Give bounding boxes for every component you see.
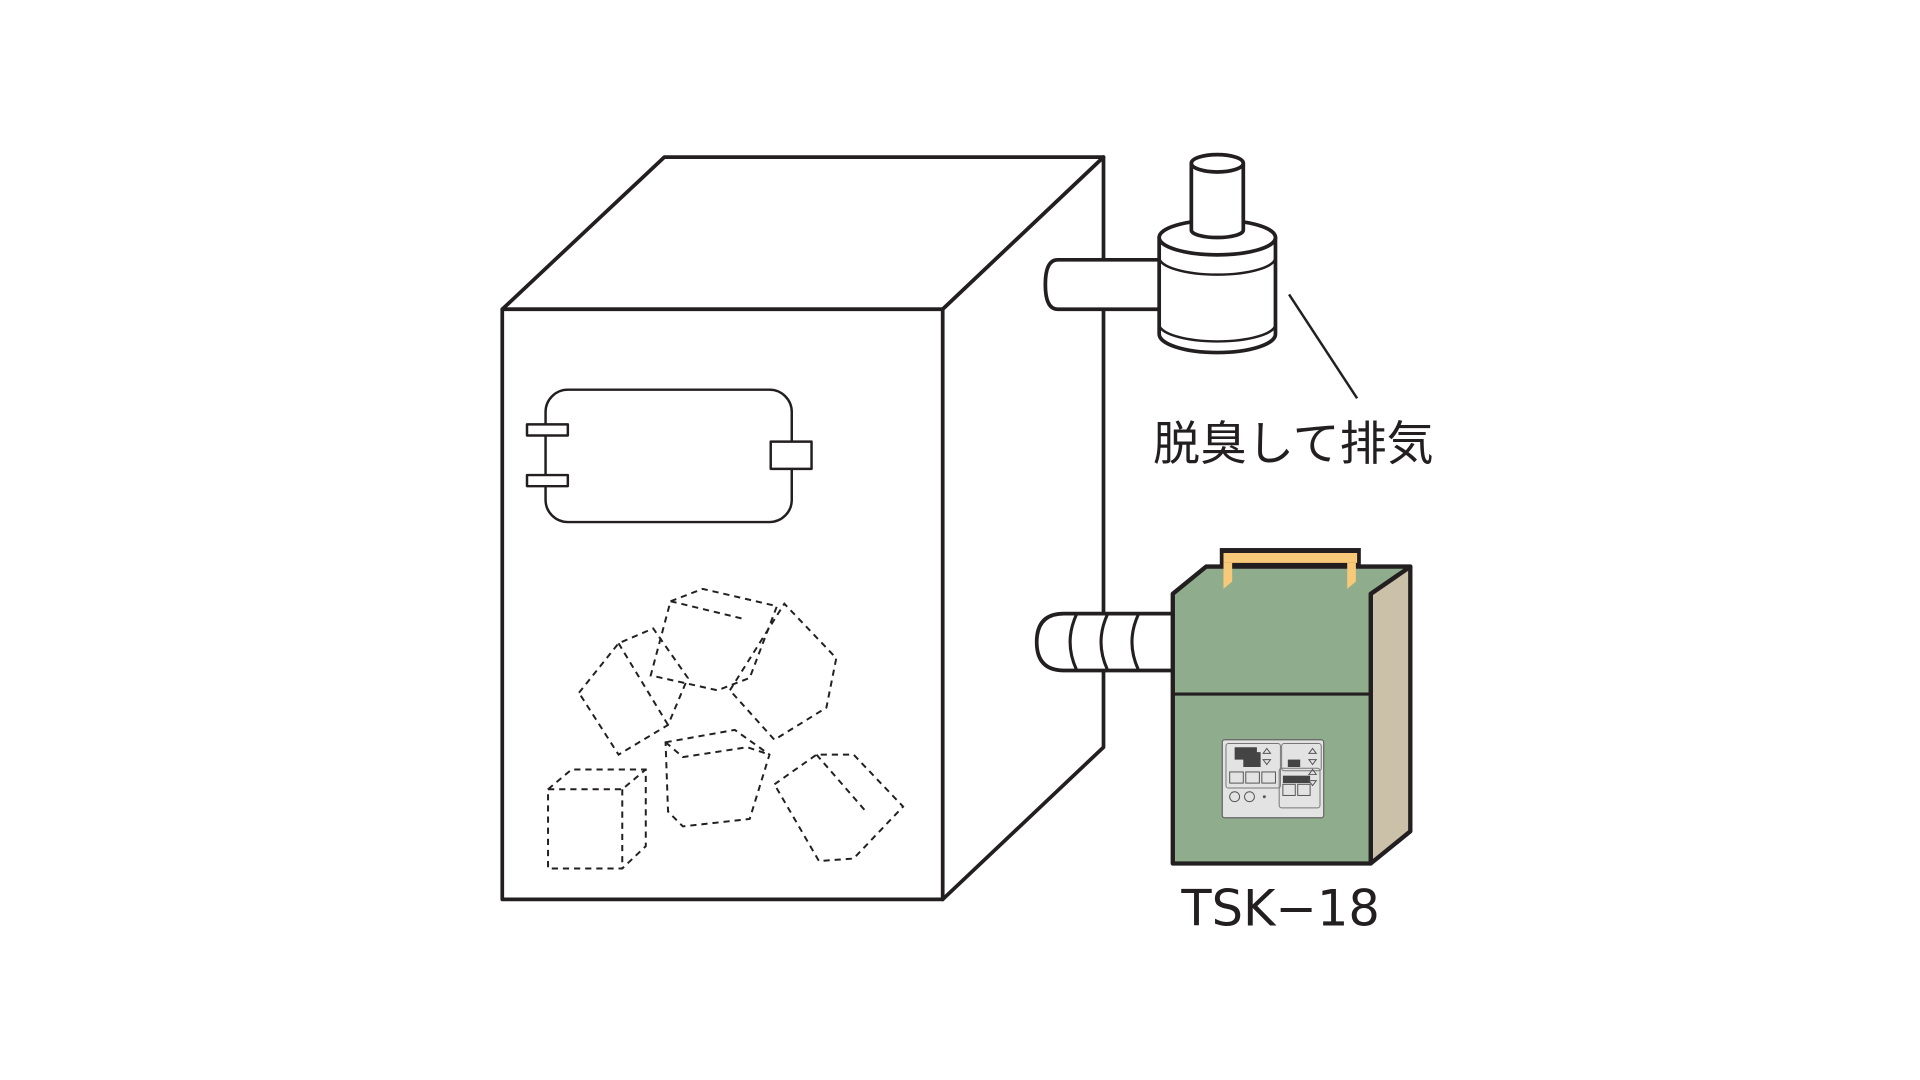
cabinet xyxy=(500,155,1106,902)
deodorizer xyxy=(1157,152,1278,355)
carry-handle xyxy=(1219,548,1361,589)
door-hinge xyxy=(525,473,570,488)
unit-side xyxy=(1368,564,1413,866)
cabinet-front xyxy=(500,307,945,902)
intake-duct xyxy=(1034,611,1175,673)
display xyxy=(1234,747,1261,768)
model-label: TSK−18 xyxy=(1180,879,1379,937)
control-panel xyxy=(1221,739,1325,819)
leader-line xyxy=(1288,293,1359,400)
door-hinge xyxy=(525,423,570,437)
door-latch xyxy=(769,440,813,471)
tsk-unit xyxy=(1170,548,1413,866)
waste-contents xyxy=(547,587,905,870)
exhaust-pipe xyxy=(1043,257,1165,312)
exhaust-label: 脱臭して排気 xyxy=(1153,417,1434,472)
